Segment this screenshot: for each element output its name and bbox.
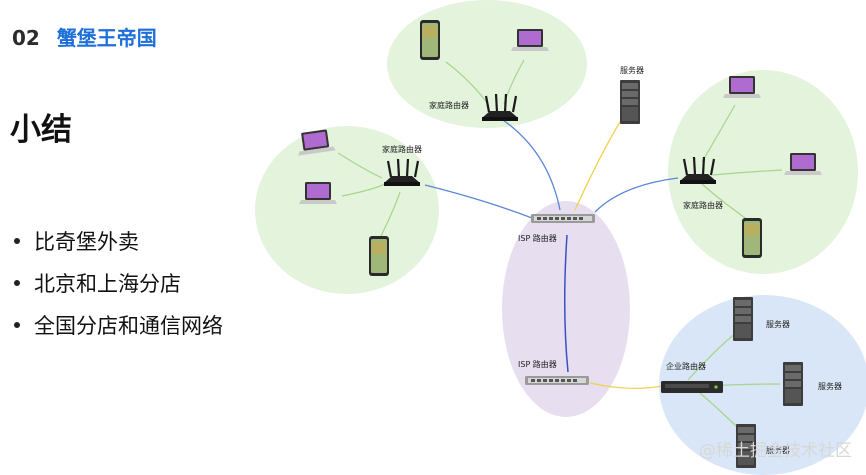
section-title: 蟹堡王帝国 <box>56 26 157 50</box>
isp-router-icon <box>531 214 595 223</box>
bullet-item: 比奇堡外卖 <box>12 220 242 262</box>
server-label: 服务器 <box>818 381 842 391</box>
bullet-item: 全国分店和通信网络 <box>12 304 242 346</box>
home-router-label: 家庭路由器 <box>683 200 723 210</box>
link-top-router-phone <box>445 61 489 105</box>
right-home-network-cloud <box>668 70 858 274</box>
isp-network-cloud <box>502 201 630 417</box>
bullet-dot-icon <box>14 280 20 286</box>
server-icon <box>620 80 640 124</box>
enterprise-network-cloud <box>659 295 866 475</box>
server-icon <box>733 297 753 341</box>
link-enterprise-server-1 <box>687 331 738 381</box>
link-left-router-isp <box>424 184 533 219</box>
home-router-label: 家庭路由器 <box>382 144 422 154</box>
left-home-network-cloud <box>255 126 439 294</box>
phone-icon <box>420 20 440 60</box>
isp-router-label: ISP 路由器 <box>518 233 557 243</box>
bullet-text: 北京和上海分店 <box>34 272 181 296</box>
isp-router-label: ISP 路由器 <box>518 359 557 369</box>
link-isp-isp <box>563 234 569 373</box>
bullet-item: 北京和上海分店 <box>12 262 242 304</box>
server-label: 服务器 <box>620 65 644 75</box>
bullet-text: 比奇堡外卖 <box>34 230 139 254</box>
phone-icon <box>742 218 762 258</box>
server-label: 服务器 <box>766 319 790 329</box>
server-icon <box>783 362 803 406</box>
home-router-label: 家庭路由器 <box>429 100 469 110</box>
link-isp-server <box>574 121 621 211</box>
bullet-dot-icon <box>14 238 20 244</box>
link-left-router-laptop-2 <box>341 183 386 197</box>
slide-header: 02 蟹堡王帝国 <box>12 22 157 51</box>
link-left-router-laptop-1 <box>337 152 383 179</box>
link-right-router-phone <box>701 183 749 221</box>
link-right-router-laptop-2 <box>712 169 783 176</box>
link-right-router-isp <box>594 177 679 213</box>
link-left-router-phone <box>379 191 401 239</box>
page-title: 小结 <box>10 112 72 148</box>
watermark: @稀土掘金技术社区 <box>699 441 852 461</box>
section-number: 02 <box>12 26 40 50</box>
bullet-list: 比奇堡外卖 北京和上海分店 全国分店和通信网络 <box>12 220 242 346</box>
link-isp-enterprise <box>589 382 663 390</box>
bullet-dot-icon <box>14 322 20 328</box>
link-enterprise-server-3 <box>699 392 739 429</box>
link-top-router-isp <box>499 117 561 211</box>
bullet-text: 全国分店和通信网络 <box>34 314 223 338</box>
phone-icon <box>369 236 389 276</box>
server-label: 服务器 <box>766 445 790 455</box>
isp-router-icon <box>525 376 589 385</box>
top-home-network-cloud <box>387 0 587 128</box>
enterprise-router-label: 企业路由器 <box>666 361 706 371</box>
enterprise-router-icon <box>661 381 723 393</box>
